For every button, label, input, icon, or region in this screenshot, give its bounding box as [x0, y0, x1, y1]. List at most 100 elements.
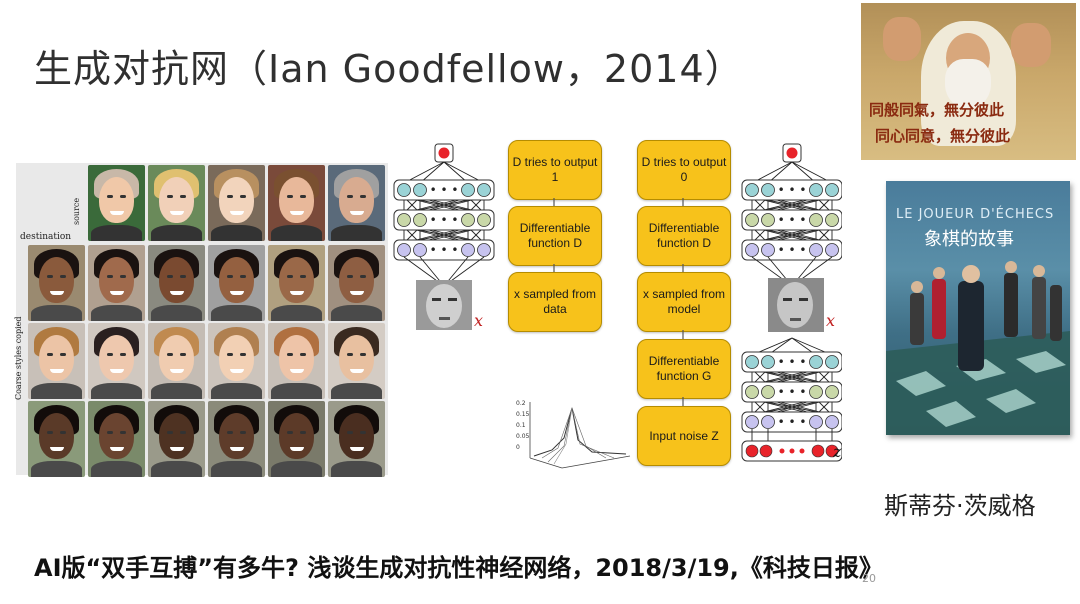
face-photo: [88, 165, 145, 241]
eye: [227, 353, 233, 356]
slide-title: 生成对抗网（Ian Goodfellow，2014）: [34, 47, 744, 91]
g-green-node: [761, 385, 775, 399]
eye: [360, 431, 366, 434]
d-green-ellipsis: • • •: [778, 213, 807, 227]
destination-label: destination: [20, 232, 72, 242]
g-violet-node: [761, 415, 775, 429]
eye: [300, 275, 306, 278]
d-teal-node: [461, 183, 475, 197]
mouth: [290, 447, 304, 451]
face-photo: [208, 401, 265, 477]
head: [339, 413, 374, 459]
style-transfer-faces-grid: [16, 163, 388, 477]
book-cover-chess-story: LE JOUEUR D'ÉCHECS 象棋的故事: [886, 181, 1070, 435]
mouth: [230, 447, 244, 451]
mouth: [290, 291, 304, 295]
d-teal-ellipsis: • • •: [430, 183, 459, 197]
g-teal-node: [825, 355, 839, 369]
d-green-ellipsis: • • •: [430, 213, 459, 227]
d-violet-node: [745, 243, 759, 257]
head: [339, 257, 374, 303]
plot-tick-4: 0: [516, 444, 520, 451]
mouth: [230, 369, 244, 373]
head: [39, 257, 74, 303]
eye: [167, 431, 173, 434]
head: [99, 257, 134, 303]
mouth: [110, 369, 124, 373]
mouth: [290, 369, 304, 373]
g-teal-node: [809, 355, 823, 369]
mouth: [170, 369, 184, 373]
eye: [300, 431, 306, 434]
head: [159, 413, 194, 459]
eye: [167, 353, 173, 356]
eye: [120, 275, 126, 278]
page-number: 20: [862, 572, 876, 585]
discriminator-network-right: • • •• • •• • •: [741, 143, 842, 287]
eye: [360, 195, 366, 198]
function-d-box-right: Differentiable function D: [637, 206, 731, 266]
output-node: [786, 147, 798, 159]
eye: [107, 275, 113, 278]
face-photo: [208, 323, 265, 399]
plot-tick-2: 0.1: [516, 422, 526, 429]
z-dot: [779, 448, 785, 454]
mouth: [350, 447, 364, 451]
x-symbol-left: x: [474, 311, 484, 330]
g-violet-ellipsis: • • •: [778, 415, 807, 429]
d-violet-node: [809, 243, 823, 257]
subtitle-line-2: 同心同意，無分彼此: [875, 127, 1011, 145]
slide-footer-reference: AI版“双手互搏”有多牛? 浅谈生成对抗性神经网络，2018/3/19,《科技日…: [34, 554, 883, 582]
function-g-box: Differentiable function G: [637, 339, 731, 399]
d-violet-node: [761, 243, 775, 257]
shoulders: [211, 461, 262, 477]
eye: [167, 275, 173, 278]
mouth: [230, 291, 244, 295]
white-beard: [945, 59, 991, 109]
shoulders: [31, 461, 82, 477]
head: [279, 257, 314, 303]
eye: [180, 195, 186, 198]
g-violet-node: [745, 415, 759, 429]
shoulders: [211, 225, 262, 241]
mouth: [50, 369, 64, 373]
z-dot: [799, 448, 805, 454]
eye: [60, 275, 66, 278]
z-node: [759, 444, 773, 458]
eye: [180, 353, 186, 356]
shoulders: [331, 225, 382, 241]
eye: [360, 353, 366, 356]
shoulders: [271, 225, 322, 241]
eye: [107, 431, 113, 434]
mouth: [50, 291, 64, 295]
face-photo: [88, 401, 145, 477]
shoulders: [151, 305, 202, 321]
plot-tick-1: 0.15: [516, 411, 530, 418]
head: [99, 413, 134, 459]
plot-tick-0: 0.2: [516, 400, 526, 407]
eye: [300, 195, 306, 198]
face-photo: [88, 245, 145, 321]
eye: [240, 275, 246, 278]
head: [219, 335, 254, 381]
face-photo: [208, 165, 265, 241]
g-green-node: [745, 385, 759, 399]
mouth: [110, 211, 124, 215]
z-node: [811, 444, 825, 458]
face-photo: [328, 401, 385, 477]
eye: [287, 431, 293, 434]
d-green-node: [461, 213, 475, 227]
face-photo: [268, 323, 325, 399]
real-face-sample: [416, 280, 472, 330]
face-photo: [88, 323, 145, 399]
d-green-node: [825, 213, 839, 227]
d-green-node: [761, 213, 775, 227]
d-teal-node: [761, 183, 775, 197]
eye: [360, 275, 366, 278]
shoulders: [211, 383, 262, 399]
shoulders: [91, 305, 142, 321]
face-photo: [328, 323, 385, 399]
eye: [240, 353, 246, 356]
head: [279, 335, 314, 381]
head: [99, 177, 134, 223]
